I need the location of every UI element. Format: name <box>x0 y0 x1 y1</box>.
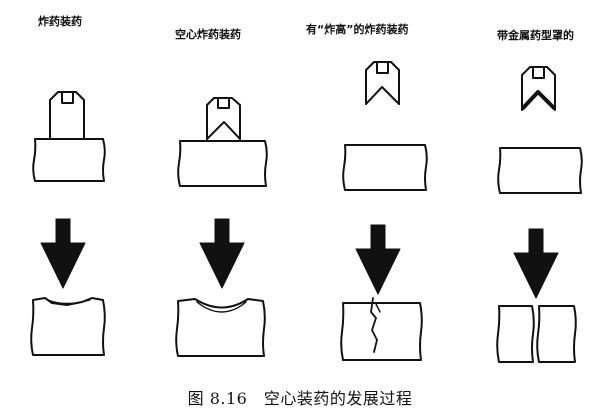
plain-charge-group <box>30 91 106 356</box>
label-hollow-charge: 空心炸药装药 <box>175 28 241 41</box>
plain-result-dent <box>47 299 91 305</box>
standoff-result-crack <box>370 297 378 353</box>
standoff-charge-group <box>340 61 428 361</box>
plain-down-arrow <box>40 218 86 289</box>
hollow-charge-body <box>206 97 241 140</box>
plain-result-block <box>30 297 106 356</box>
hollow-charge-detonator <box>217 97 230 109</box>
liner-charge-body <box>521 66 556 111</box>
liner-metal-cone <box>521 90 556 110</box>
plain-charge-body <box>49 91 85 140</box>
hollow-result-crater <box>196 301 247 313</box>
liner-down-arrow <box>513 228 559 299</box>
plain-charge-detonator <box>61 91 74 104</box>
hollow-charge-cavity <box>206 121 241 140</box>
standoff-charge-cavity <box>365 86 400 105</box>
hollow-down-arrow <box>199 218 245 289</box>
label-metal-liner-charge: 带金属药型罩的 <box>497 29 574 42</box>
liner-result-block-right <box>536 305 577 363</box>
standoff-result-block <box>340 302 423 361</box>
plain-target-block <box>32 138 106 182</box>
hollow-charge-group <box>175 97 268 357</box>
standoff-charge-body <box>365 61 400 105</box>
metal-liner-charge-group <box>496 66 583 363</box>
label-standoff-charge: 有“炸高”的炸药装药 <box>306 23 409 36</box>
standoff-result-crack-branch <box>375 303 381 313</box>
hollow-target-block <box>177 140 268 187</box>
liner-charge-detonator <box>532 66 545 79</box>
hollow-result-block <box>175 298 266 357</box>
standoff-charge-detonator <box>376 61 389 74</box>
liner-result-block-left <box>496 305 535 363</box>
standoff-down-arrow <box>355 224 401 295</box>
label-plain-charge: 炸药装药 <box>38 15 82 28</box>
standoff-target-block <box>342 144 428 191</box>
figure-caption: 图 8.16 空心装药的发展过程 <box>187 389 413 408</box>
liner-target-block <box>497 147 583 194</box>
